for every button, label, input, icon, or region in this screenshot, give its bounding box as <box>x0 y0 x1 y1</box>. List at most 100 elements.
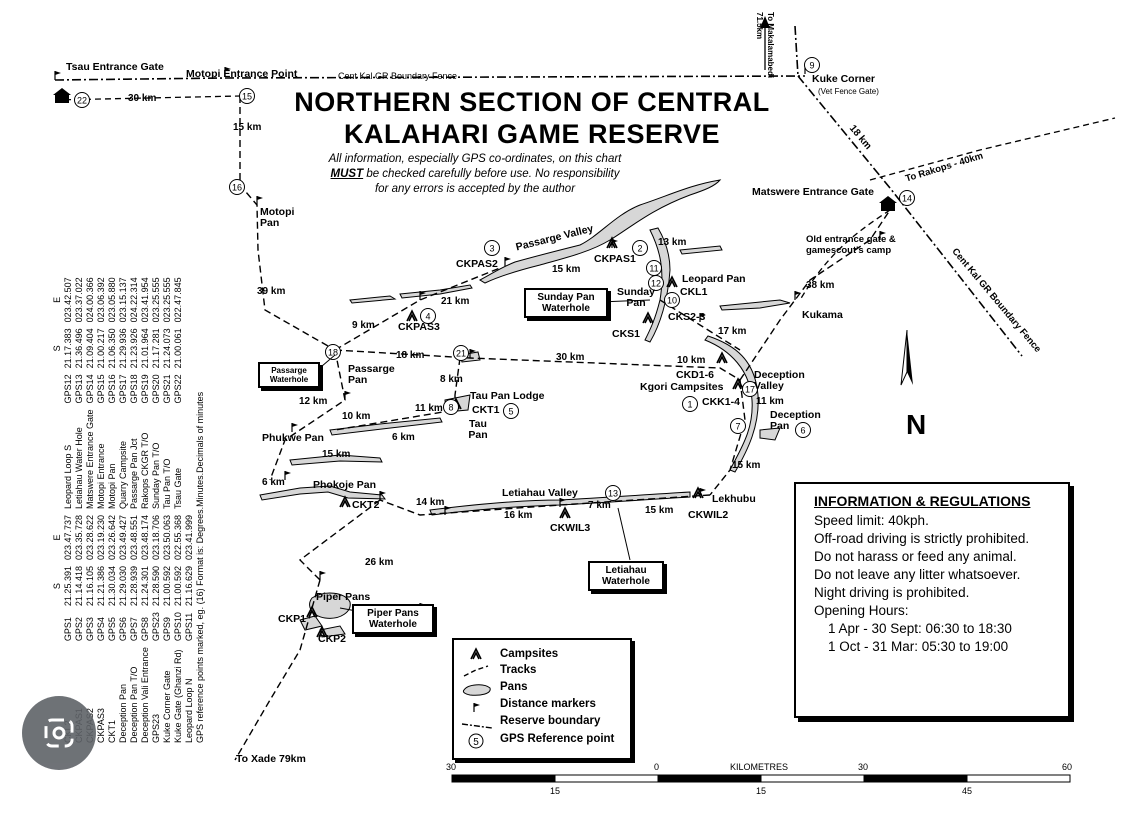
legend-label-distance: Distance markers <box>500 698 596 710</box>
reserve-boundary-icon <box>461 723 493 729</box>
gps-marker-number: 12 <box>651 279 661 289</box>
tracks-icon <box>463 665 489 677</box>
label-to-makalamabedi: To Makalamabedi 71.5km <box>755 12 775 79</box>
table-cell: 21.23.926 <box>129 328 139 369</box>
table-cell: Kuke Corner Gate <box>162 670 172 743</box>
gps-marker: 10 <box>664 292 680 308</box>
label-motopi-pan: Motopi Pan <box>260 206 295 229</box>
table-cell: GPS23 <box>151 713 161 743</box>
table-cell: GPS2 <box>74 617 84 642</box>
north-arrow-icon <box>900 329 913 386</box>
gps-marker: 2 <box>632 240 648 256</box>
table-cell: Tsau Gate <box>173 467 183 509</box>
scale-tick-label: 60 <box>1062 762 1073 772</box>
table-cell: Deception Pan T/O <box>129 666 139 743</box>
table-header-cell <box>52 609 63 644</box>
distance-label: 15 km <box>552 264 581 275</box>
table-cell: GPS9 <box>162 617 172 642</box>
table-cell: GPS3 <box>85 617 95 642</box>
reserve-boundary <box>54 25 1023 357</box>
gps-marker-number: 5 <box>508 407 513 417</box>
table-cell: 21.29.936 <box>118 328 128 369</box>
table-cell: 023.42.507 <box>63 277 73 323</box>
table-cell: GPS23 <box>151 612 161 642</box>
label-vet-fence: (Vet Fence Gate) <box>818 87 879 96</box>
legend-label-boundary: Reserve boundary <box>500 715 601 727</box>
legend-symbols: 5 <box>461 648 493 749</box>
table-cell <box>184 325 195 371</box>
map-legend: 5 Campsites Tracks Pans Distance markers… <box>452 638 632 760</box>
gps-marker-number: 6 <box>800 426 805 436</box>
label-kukama: Kukama <box>802 309 843 321</box>
table-cell: GPS4 <box>96 617 106 642</box>
label-ckwil3: CKWIL3 <box>550 522 591 534</box>
distance-label: 15 km <box>233 122 262 133</box>
table-cell: GPS13 <box>74 374 84 404</box>
info-line: Night driving is prohibited. <box>814 585 970 600</box>
info-heading: INFORMATION & REGULATIONS <box>814 493 1031 509</box>
table-cell <box>184 371 195 406</box>
scale-tick-label: 45 <box>962 786 973 796</box>
gps-marker: 21 <box>453 345 469 361</box>
info-line: Off-road driving is strictly prohibited. <box>814 531 1030 546</box>
lens-button[interactable] <box>22 696 96 770</box>
gps-marker: 3 <box>484 240 500 256</box>
table-cell: 21.16.629 <box>184 566 194 607</box>
table-cell: GPS14 <box>85 374 95 404</box>
gps-format-note: GPS reference points marked, eg. (16) Fo… <box>195 391 205 743</box>
distance-label: 21 km <box>441 296 470 307</box>
table-cell: 023.37.022 <box>74 277 84 323</box>
distance-label: 6 km <box>392 432 415 443</box>
table-cell: 21.17.281 <box>151 328 161 369</box>
arrow-up-icon <box>760 16 770 70</box>
pans-icon <box>462 684 491 696</box>
table-cell: GPS11 <box>184 612 194 642</box>
info-line: Do not harass or feed any animal. <box>814 549 1017 564</box>
label-kuke-corner: Kuke Corner <box>812 73 876 85</box>
gps-marker-number: 18 <box>328 348 338 358</box>
label-phokoje-pan: Phokoje Pan <box>313 479 377 491</box>
piper-waterhole-box: Piper Pans Waterhole <box>352 604 434 634</box>
table-cell: 21.00.592 <box>173 566 183 607</box>
gps-marker: 17 <box>742 381 758 397</box>
table-cell: 022.55.368 <box>173 514 183 561</box>
gps-marker: 4 <box>420 308 436 324</box>
label-tau-pan: Tau Pan <box>468 418 488 441</box>
table-cell: 21.16.105 <box>85 566 95 607</box>
scale-bar <box>451 774 1071 783</box>
label-cks23: CKS2-3 <box>668 311 706 323</box>
table-cell: Quarry Campsite <box>118 440 128 509</box>
label-ckd16: CKD1-6 <box>676 369 714 381</box>
passarge-waterhole-box: Passarge Waterhole <box>258 362 320 388</box>
table-cell: 023.05.880 <box>107 277 117 323</box>
table-cell: 21.00.592 <box>162 566 172 607</box>
disclaimer-must: MUST <box>330 168 364 180</box>
info-line: Opening Hours: <box>814 603 909 618</box>
label-deception-valley: Deception Valley <box>754 369 805 392</box>
distance-label: 30 km <box>128 93 157 104</box>
table-cell: 023.48.174 <box>140 514 150 561</box>
table-cell: Leopard Loop S <box>63 444 73 509</box>
distance-label: 38 km <box>806 280 835 291</box>
table-cell: 21.01.964 <box>140 328 150 369</box>
gps-marker-number: 10 <box>667 296 677 306</box>
gps-marker-number: 3 <box>489 244 494 254</box>
distance-label: 13 km <box>658 237 687 248</box>
distance-label: 10 km <box>677 355 706 366</box>
label-cks1: CKS1 <box>612 328 641 340</box>
title-line-1: NORTHERN SECTION OF CENTRAL <box>294 87 770 117</box>
scale-tick-label: 15 <box>550 786 561 796</box>
label-piper-pans: Piper Pans <box>316 591 371 603</box>
info-hours: 1 Apr - 30 Sept: 06:30 to 18:30 <box>828 621 1012 636</box>
table-header-cell <box>52 371 63 406</box>
gps-marker: 14 <box>899 190 915 206</box>
table-cell: Passarge Pan Jct <box>129 438 139 509</box>
gps-marker-number: 8 <box>448 403 453 413</box>
